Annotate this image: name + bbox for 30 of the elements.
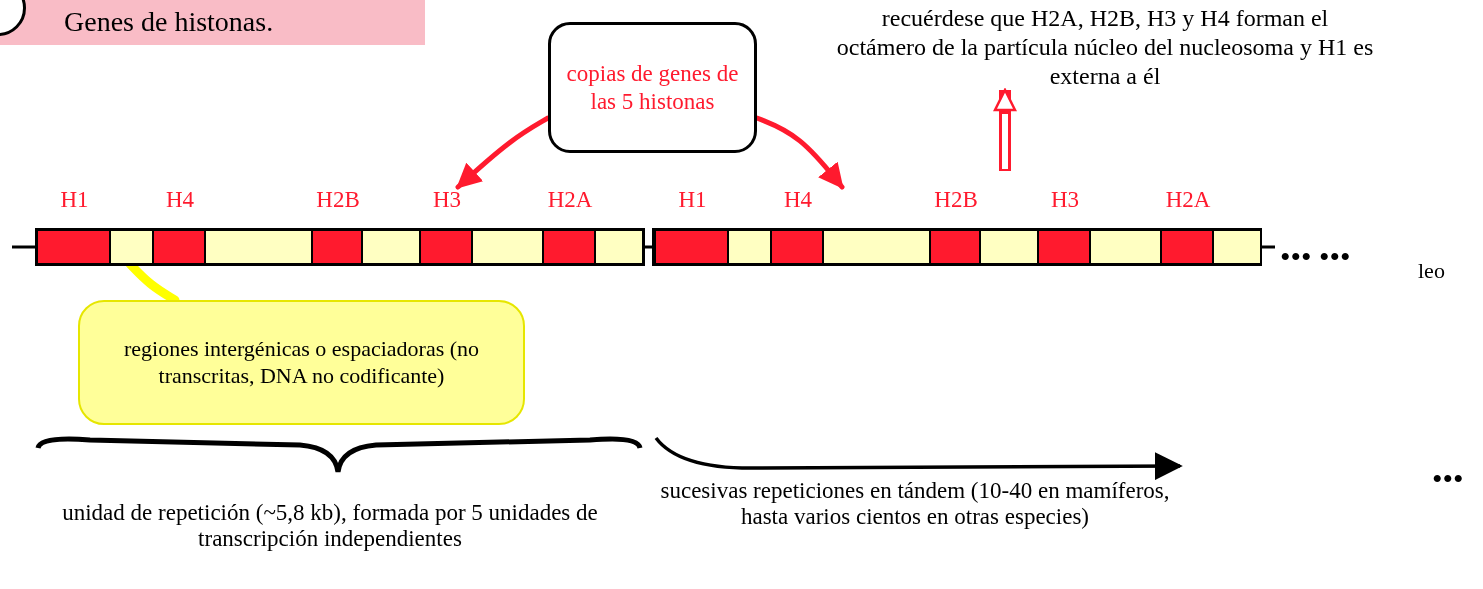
spacer-region xyxy=(472,230,543,264)
spacer-region xyxy=(362,230,420,264)
spacer-region xyxy=(823,230,930,264)
gene-label: H2A xyxy=(546,187,594,213)
spacer-region xyxy=(595,230,643,264)
cut-off-text: leo xyxy=(1418,258,1446,284)
hollow-arrow xyxy=(993,88,1017,172)
gene-label: H4 xyxy=(782,187,814,213)
gene-label: H4 xyxy=(164,187,196,213)
ellipsis-dots: ••• ••• xyxy=(1280,240,1352,275)
arrow-caption: sucesivas repeticiones en tándem (10-40 en mamíferos, hasta varios cientos en otras especies) xyxy=(660,478,1170,531)
speech-bubble: regiones intergénicas o espaciadoras (no transcritas, DNA no codificante) xyxy=(78,300,525,425)
gene-label: H3 xyxy=(431,187,463,213)
gene-label: H2B xyxy=(315,187,361,213)
callout-box: copias de genes de las 5 histonas xyxy=(548,22,757,153)
spacer-region xyxy=(205,230,312,264)
spacer-region xyxy=(728,230,771,264)
gene-label: H3 xyxy=(1049,187,1081,213)
spacer-region xyxy=(980,230,1038,264)
note-text: recuérdese que H2A, H2B, H3 y H4 forman el octámero de la partícula núcleo del nucleosoma y H1 es externa a él xyxy=(835,4,1375,100)
ellipsis-dots: ••• xyxy=(1432,462,1465,497)
gene-label: H1 xyxy=(59,187,90,213)
spacer-region xyxy=(110,230,153,264)
spacer-region xyxy=(1090,230,1161,264)
gene-label: H2B xyxy=(933,187,979,213)
spacer-region xyxy=(1213,230,1261,264)
brace-caption: unidad de repetición (~5,8 kb), formada por 5 unidades de transcripción independientes xyxy=(61,500,599,553)
gene-label: H2A xyxy=(1164,187,1212,213)
title: Genes de histonas. xyxy=(64,6,274,38)
gene-label: H1 xyxy=(677,187,708,213)
